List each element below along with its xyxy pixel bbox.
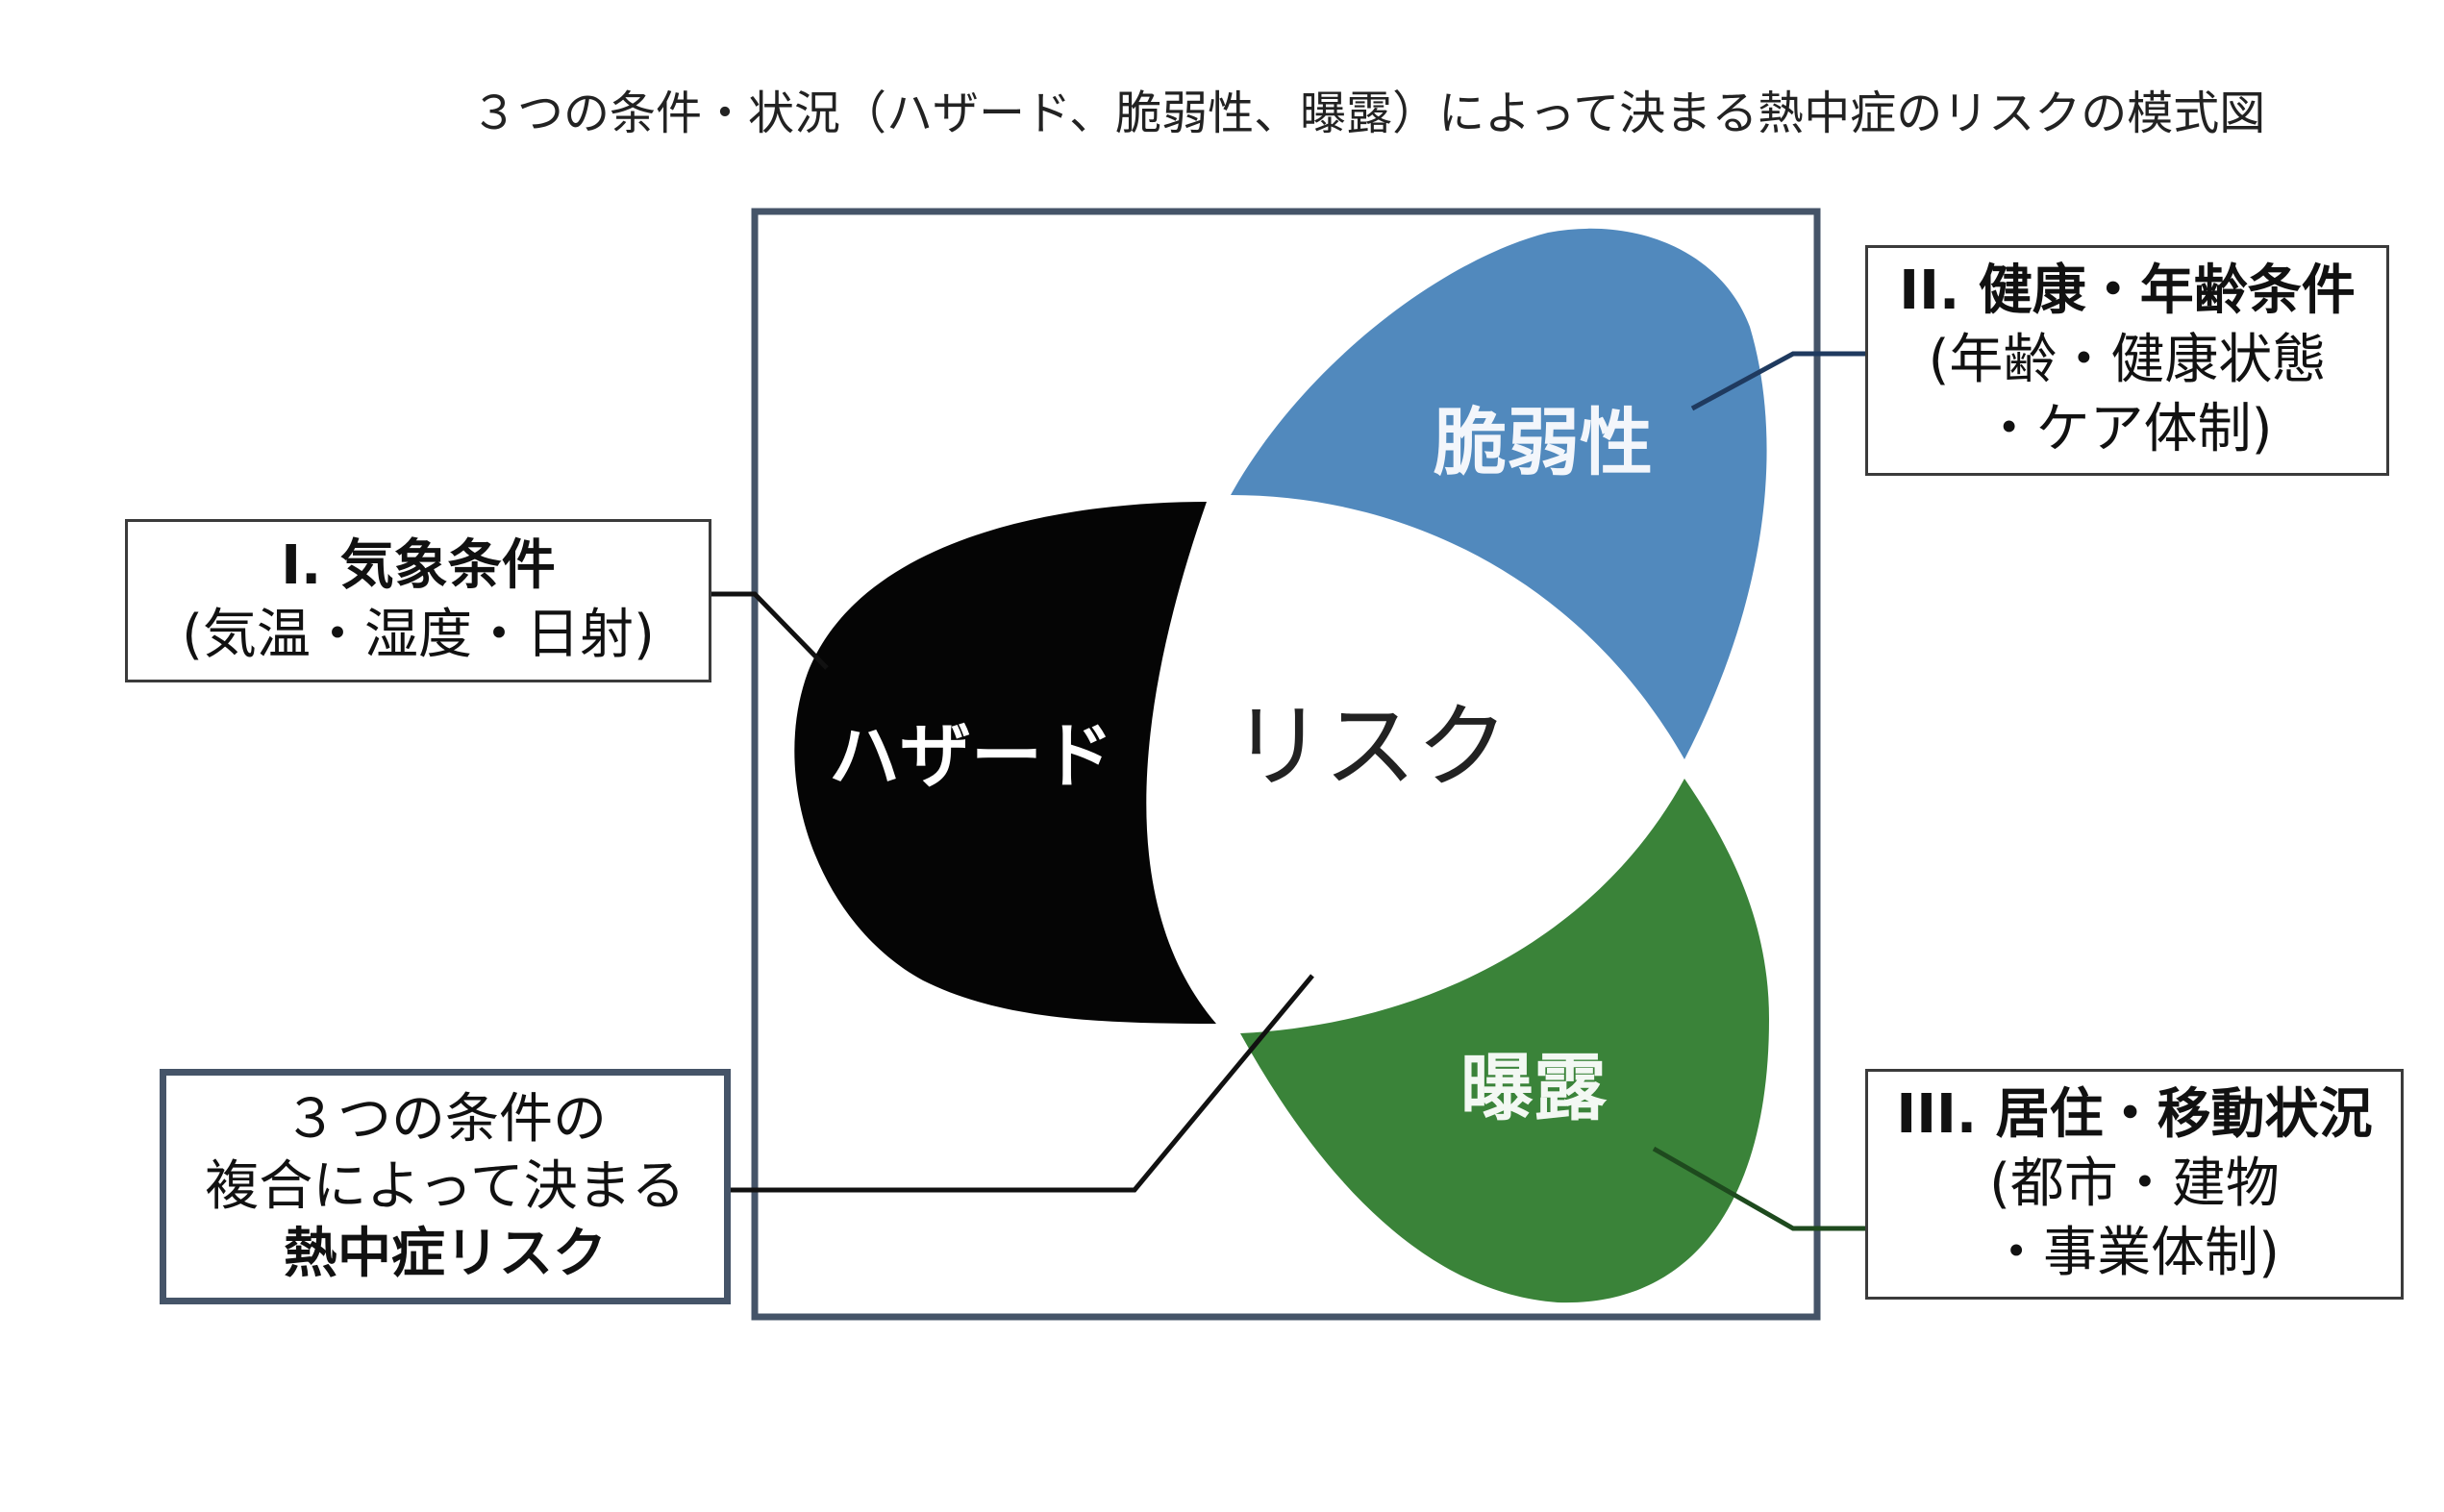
hazard-connector (711, 591, 829, 670)
hazard-label: ハザード (829, 715, 1113, 798)
risk-center-label: リスク (1232, 693, 1509, 801)
exposure-box-detail-2: ・事業体制) (1989, 1222, 2280, 1284)
exposure-box-heading: III. 居住・移動状況 (1896, 1083, 2373, 1146)
hazard-petal (794, 502, 1216, 1024)
exposure-petal (1240, 779, 1769, 1303)
risk-connector (731, 974, 1314, 1193)
hazard-box-detail: (気温・湿度・日射) (182, 604, 655, 666)
heatstroke-risk-box: ３つの条件の 複合によって決まる 熱中症リスク (160, 1069, 731, 1304)
risk-box-line-2: 複合によって決まる (205, 1154, 686, 1218)
hazard-condition-box: I. 気象条件 (気温・湿度・日射) (125, 519, 711, 682)
exposure-condition-box: III. 居住・移動状況 (都市・建物 ・事業体制) (1865, 1069, 2404, 1300)
vulnerability-condition-box: II. 健康・年齢条件 (年齢・健康状態 ・ケア体制) (1865, 245, 2389, 476)
vulnerability-box-detail-1: (年齢・健康状態 (1928, 329, 2327, 391)
hazard-box-heading: I. 気象条件 (281, 534, 556, 597)
diagram-frame (751, 208, 1821, 1321)
vulnerability-box-detail-2: ・ケア体制) (1982, 398, 2273, 460)
risk-box-heading: 熱中症リスク (284, 1222, 607, 1285)
vulnerability-label: 脆弱性 (1434, 400, 1653, 485)
figure-title: ３つの条件・状況（ハザード、脆弱性、曝露）によって決まる熱中症のリスクの模式図 (471, 87, 2266, 140)
exposure-label: 曝露 (1460, 1045, 1608, 1130)
vulnerability-box-heading: II. 健康・年齢条件 (1899, 260, 2356, 322)
exposure-connector (1652, 1146, 1865, 1231)
vulnerability-petal (1231, 228, 1767, 759)
exposure-box-detail-1: (都市・建物 (1989, 1153, 2280, 1215)
risk-box-line-1: ３つの条件の (284, 1087, 607, 1151)
vulnerability-connector (1690, 351, 1865, 411)
